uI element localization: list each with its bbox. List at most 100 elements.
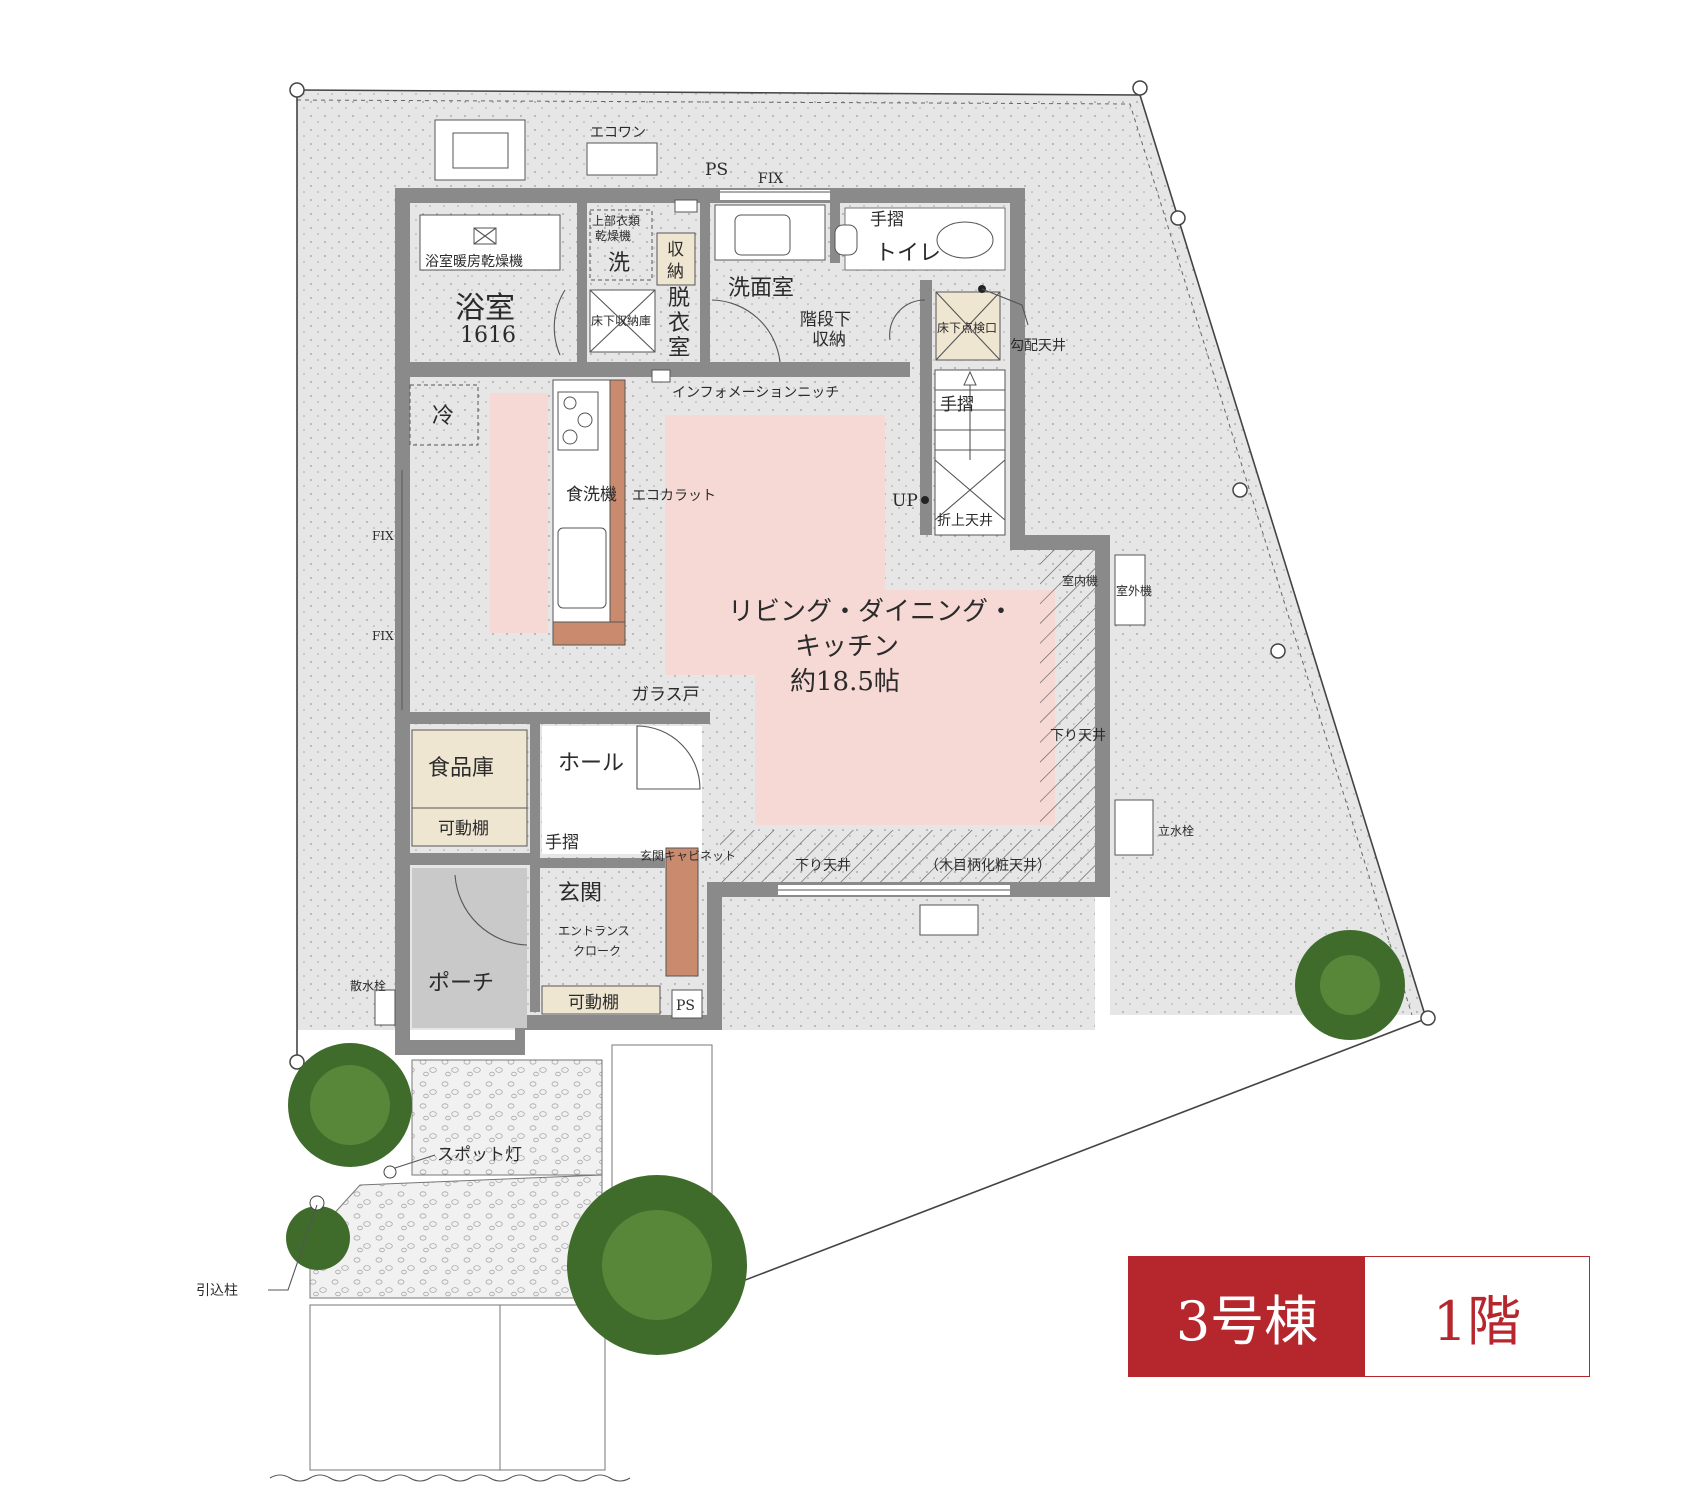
toilet-label: トイレ (875, 241, 941, 266)
dryer-box (589, 209, 653, 281)
interior-wall (410, 712, 710, 724)
service-pole-leader (268, 1204, 318, 1291)
spotlight-marker (383, 1165, 397, 1179)
eco-carat-label: エコカラット (632, 488, 716, 504)
service-pole-label: 引込柱 (196, 1283, 238, 1299)
toilet-handrail-label: 手摺 (870, 210, 904, 230)
porch (412, 868, 527, 1028)
hall-label: ホール (558, 751, 624, 776)
bath-heater-icon (473, 227, 497, 245)
counter-bar (609, 379, 626, 646)
approach-path (411, 1059, 603, 1176)
dropped-ceiling-hatch (1040, 550, 1095, 830)
boundary-marker (289, 82, 305, 98)
bath-size-label: 1616 (460, 323, 516, 348)
under-stair-door (889, 299, 926, 341)
indoor-unit-label: 室内機 (1062, 573, 1098, 588)
interior-wall (530, 712, 540, 1012)
interior-wall (700, 203, 710, 363)
site-fence (296, 99, 1413, 1016)
boundary-marker (1270, 643, 1286, 659)
wood-ceiling-label: （木目柄化粧天井） (925, 858, 1051, 874)
underfloor-cross (589, 289, 656, 353)
toilet-bowl (936, 221, 994, 259)
bath-heater-box (419, 214, 561, 271)
sprinkler-box (374, 989, 396, 1026)
dropped-ceiling-hatch (720, 830, 1095, 882)
bath-label: 浴室 (455, 291, 515, 326)
glass-door-label: ガラス戸 (632, 685, 700, 705)
dishwasher-label: 食洗機 (566, 485, 617, 505)
counter-bar (552, 621, 626, 646)
standpipe-label: 立水栓 (1158, 823, 1194, 838)
parking-area (309, 1304, 501, 1471)
service-pole-marker (309, 1195, 325, 1211)
storage-label-1: 収 (667, 240, 684, 260)
inspection-label: 床下点検口 (937, 321, 997, 335)
hall-handrail-label: 手摺 (545, 833, 579, 853)
storage-box (656, 232, 696, 286)
boundary-marker (1420, 1010, 1436, 1026)
dropped-ceiling-side-label: 下り天井 (1050, 728, 1106, 744)
bath-heater-icon (473, 227, 497, 245)
boundary-marker (1170, 210, 1186, 226)
dressing-label-2: 衣 (668, 311, 690, 336)
dressing-door-swing (711, 299, 781, 363)
pantry-shelf (411, 807, 528, 847)
ldk-label-3: 約18.5帖 (790, 667, 900, 697)
eco-one-unit (586, 142, 658, 176)
building-label: 3号棟 (1129, 1257, 1365, 1376)
ps-lower-label: PS (676, 998, 695, 1014)
porch-label: ポーチ (428, 971, 494, 996)
hall-door-swing (636, 725, 701, 790)
under-stair-label-1: 階段下 (800, 310, 851, 330)
stair-arrow-head (963, 370, 977, 386)
vanity-sink (734, 214, 791, 256)
interior-wall (540, 858, 665, 868)
fridge (409, 384, 479, 446)
road-wave (269, 1474, 631, 1482)
info-niche (651, 369, 671, 383)
entrance-cabinet-label: 玄関キャビネット (640, 848, 736, 863)
spotlight-leader (394, 1154, 436, 1169)
sink (557, 527, 607, 609)
ldk-label-2: キッチン (795, 632, 899, 662)
ldk-label-1: リビング・ダイニング・ (728, 597, 1014, 627)
dryer-mid-label: 乾燥機 (595, 228, 631, 243)
entrance-cabinet (665, 847, 699, 977)
ps-box (674, 199, 698, 213)
fridge-label: 冷 (432, 404, 454, 429)
eco-one-label: エコワン (590, 125, 646, 141)
up-label: UP (892, 491, 918, 511)
approach-path (309, 1174, 603, 1299)
ldk-tint (885, 590, 1055, 825)
entrance-cloak-label-1: エントランス (558, 924, 630, 938)
washer-label: 洗 (608, 251, 630, 276)
inspection-cross (935, 291, 1001, 361)
sprinkler-label: 散水栓 (350, 978, 386, 993)
burner (563, 396, 577, 410)
dressing-label-1: 脱 (668, 286, 690, 311)
stair-handrail-label: 手摺 (940, 395, 974, 415)
tree (288, 1043, 412, 1167)
spotlight-label: スポット灯 (437, 1145, 522, 1165)
parking-area (499, 1304, 606, 1471)
sloped-ceiling-label: 勾配天井 (1010, 338, 1066, 354)
bath-door-swing (553, 289, 566, 356)
site-diagonal-line (614, 1017, 1429, 1331)
tree (567, 1175, 747, 1355)
tree (1295, 930, 1405, 1040)
entrance-door-swing (454, 874, 528, 946)
dryer-top-label: 上部衣類 (592, 213, 640, 228)
washroom-label: 洗面室 (728, 276, 794, 301)
lower-unit (919, 904, 979, 936)
folded-ceiling-label: 折上天井 (937, 513, 993, 529)
floor-label: 1階 (1365, 1257, 1589, 1376)
building-floor-badge: 3号棟 1階 (1128, 1256, 1590, 1377)
info-niche-label: インフォメーションニッチ (672, 385, 839, 401)
entrance-label: 玄関 (558, 881, 602, 906)
boundary-marker (289, 1054, 305, 1070)
storage-label-2: 納 (667, 262, 684, 282)
entrance-cloak-label-2: クローク (573, 944, 621, 958)
interior-wall (920, 280, 932, 535)
